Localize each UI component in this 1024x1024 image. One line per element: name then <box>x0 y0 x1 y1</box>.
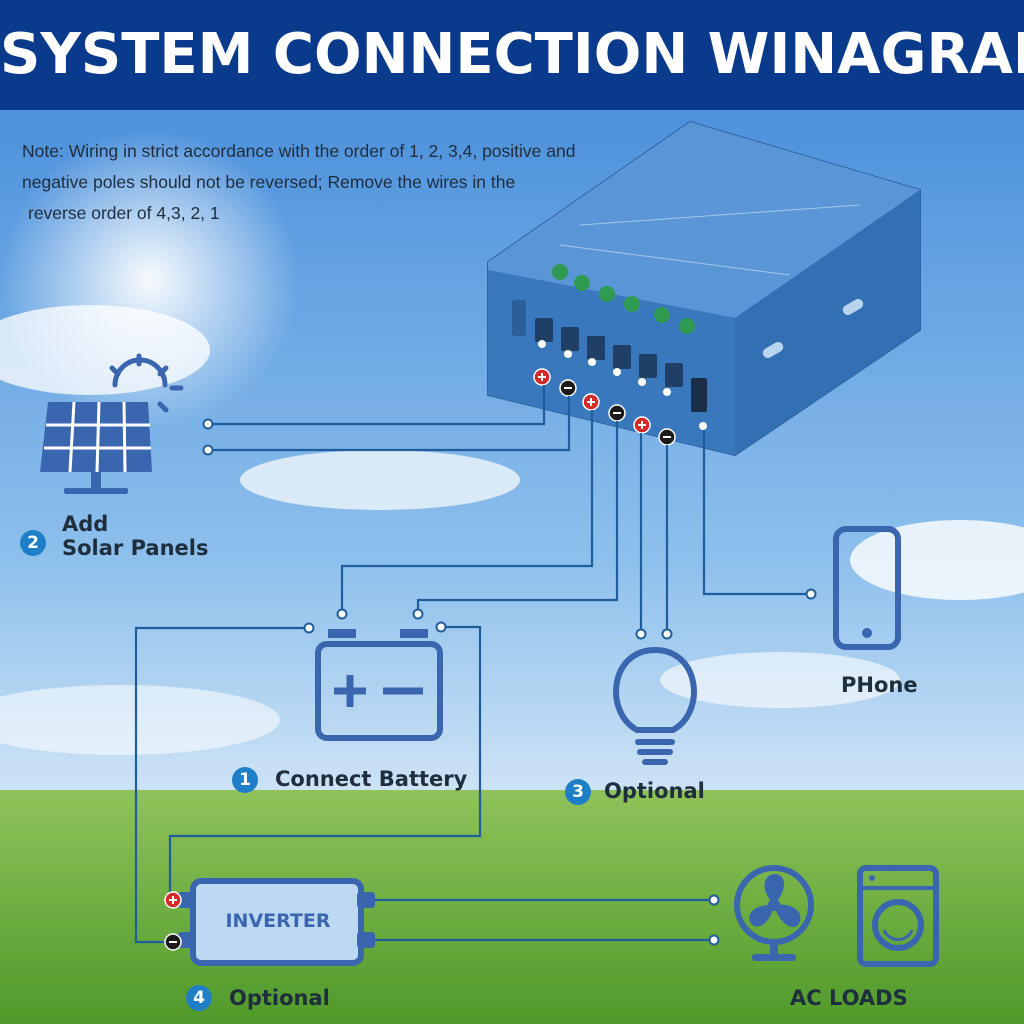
washing-machine-icon <box>857 865 939 967</box>
positive-terminal-icon <box>582 393 600 411</box>
note-line-2: negative poles should not be reversed; R… <box>22 172 516 192</box>
positive-terminal-icon <box>533 368 551 386</box>
phone-label: PHone <box>841 673 918 697</box>
step-badge-1: 1 <box>232 767 258 793</box>
fan-icon <box>734 865 814 961</box>
inverter-label: INVERTER <box>225 910 331 932</box>
battery-icon <box>315 629 443 741</box>
note-line-1: Note: Wiring in strict accordance with t… <box>22 141 576 161</box>
negative-terminal-icon <box>658 428 676 446</box>
battery-positive-wire <box>340 410 594 612</box>
solar-negative-wire <box>208 396 571 452</box>
negative-terminal-icon <box>608 404 626 422</box>
inverter-positive-wire <box>168 625 482 902</box>
inverter-positive-icon <box>164 891 182 909</box>
wiring <box>134 385 810 944</box>
inverter-step-label: Optional <box>229 986 330 1010</box>
inverter-negative-wire <box>134 626 307 944</box>
solar-panel-icon <box>40 353 184 494</box>
step-badge-4: 4 <box>186 985 212 1011</box>
inverter-negative-icon <box>164 933 182 951</box>
charge-controller <box>487 120 921 457</box>
solar-label-line-2: Solar Panels <box>62 536 209 560</box>
wire-end-points <box>202 418 817 946</box>
negative-terminal-icon <box>559 379 577 397</box>
step-badge-3: 3 <box>565 779 591 805</box>
title-bar <box>0 0 1024 110</box>
step-badge-2: 2 <box>20 530 46 556</box>
phone-icon <box>833 526 901 650</box>
wiring-note: Note: Wiring in strict accordance with t… <box>22 136 642 229</box>
light-label: Optional <box>604 779 705 803</box>
solar-label-line-1: Add <box>62 512 109 536</box>
ac-loads-label: AC LOADS <box>790 986 908 1010</box>
light-bulb-icon <box>613 646 697 765</box>
battery-label: Connect Battery <box>275 767 468 791</box>
solar-positive-wire <box>208 385 546 426</box>
usb-phone-wire <box>702 430 810 596</box>
terminal-markers <box>533 340 707 446</box>
battery-negative-wire <box>416 421 619 612</box>
inverter-icon <box>178 878 375 966</box>
note-line-3: reverse order of 4,3, 2, 1 <box>28 203 220 223</box>
positive-terminal-icon <box>633 416 651 434</box>
page-title: SYSTEM CONNECTION WINAGRAM <box>0 22 1024 87</box>
